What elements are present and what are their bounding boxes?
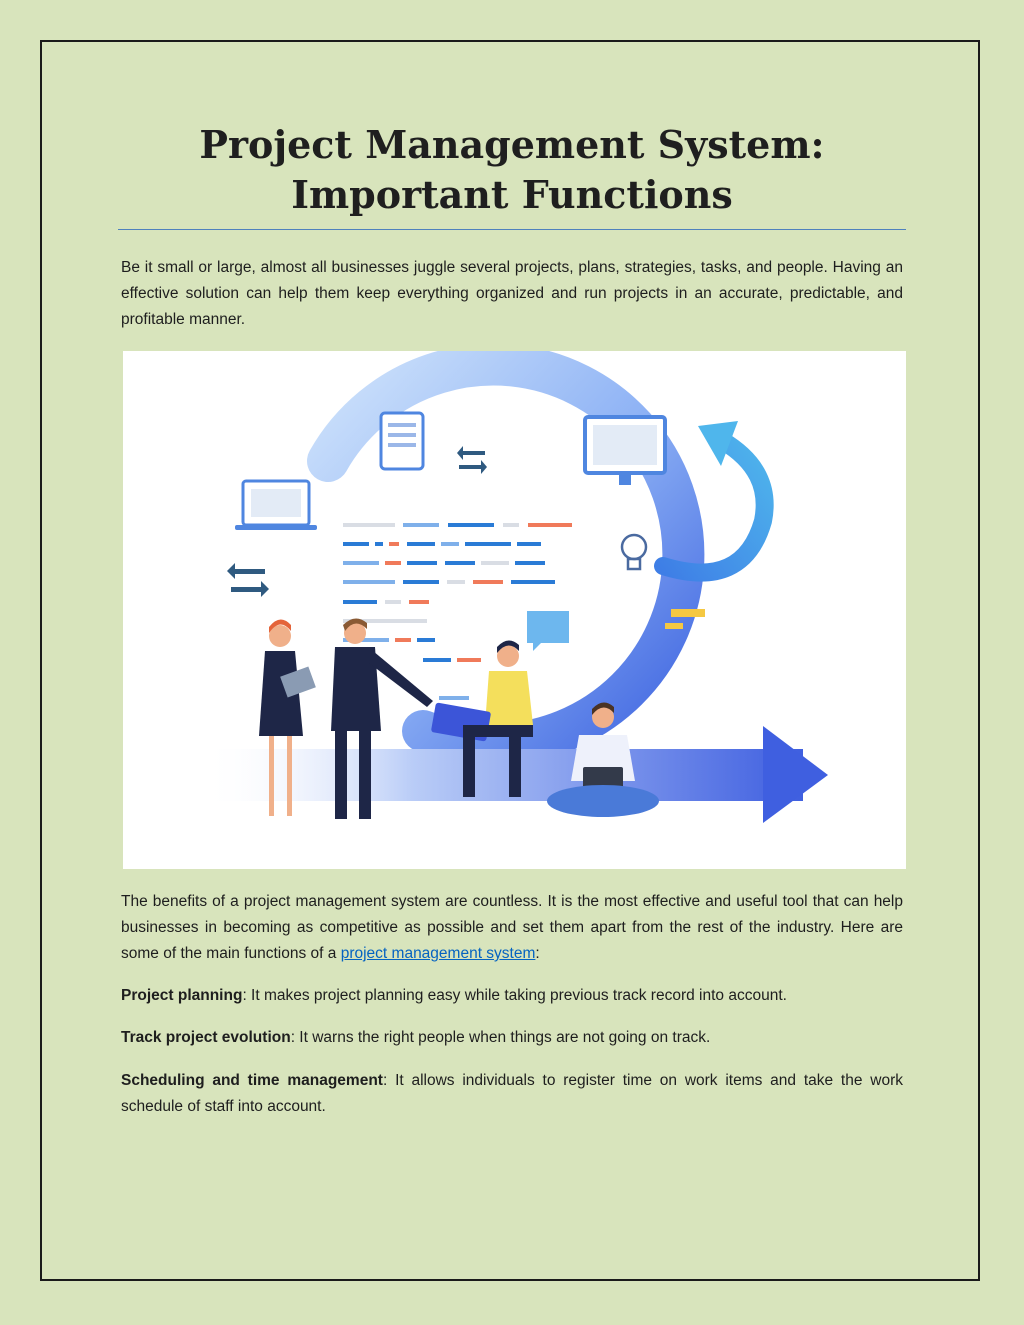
function-item: Project planning: It makes project plann… [121, 983, 903, 1009]
benefits-text-end: : [535, 945, 540, 962]
function-description: : It warns the right people when things … [290, 1029, 711, 1046]
title-line-1: Project Management System: [199, 122, 825, 167]
person-man-with-laptop-sitting [431, 640, 533, 797]
person-man-sitting-cross-legged [547, 702, 659, 817]
curved-arrow-head [698, 421, 738, 466]
function-description: : It allows individuals to register time… [121, 1072, 903, 1115]
intro-paragraph: Be it small or large, almost all busines… [121, 259, 903, 328]
title-underline [118, 229, 906, 230]
page-border [40, 40, 980, 1281]
person-man-pointing [331, 618, 433, 819]
gantt-lines [343, 523, 572, 700]
function-item: Track project evolution: It warns the ri… [121, 1025, 903, 1051]
swap-arrows-icon-top [457, 446, 487, 474]
person-woman-with-tablet [259, 619, 316, 816]
function-term: Scheduling and time management [121, 1072, 383, 1089]
progress-arrow-head [763, 726, 828, 823]
title-line-2: Important Functions [291, 172, 733, 217]
benefits-paragraph: The benefits of a project management sys… [121, 889, 903, 967]
project-management-system-link[interactable]: project management system [340, 945, 536, 962]
page-title: Project Management System: Important Fun… [118, 120, 906, 220]
function-item: Scheduling and time management: It allow… [121, 1068, 903, 1120]
chat-bubble-icon [527, 611, 569, 643]
tablet-icon [379, 411, 425, 471]
function-term: Track project evolution [121, 1029, 291, 1046]
sticky-note [671, 609, 705, 617]
curved-arrow [654, 432, 774, 582]
cycle-ring [307, 351, 705, 766]
function-description: : It makes project planning easy while t… [242, 987, 787, 1004]
function-term: Project planning [121, 987, 243, 1004]
progress-arrow-body [203, 749, 803, 801]
swap-arrows-icon-left [227, 563, 269, 597]
project-management-illustration [123, 351, 906, 869]
benefits-text: The benefits of a project management sys… [121, 893, 903, 962]
